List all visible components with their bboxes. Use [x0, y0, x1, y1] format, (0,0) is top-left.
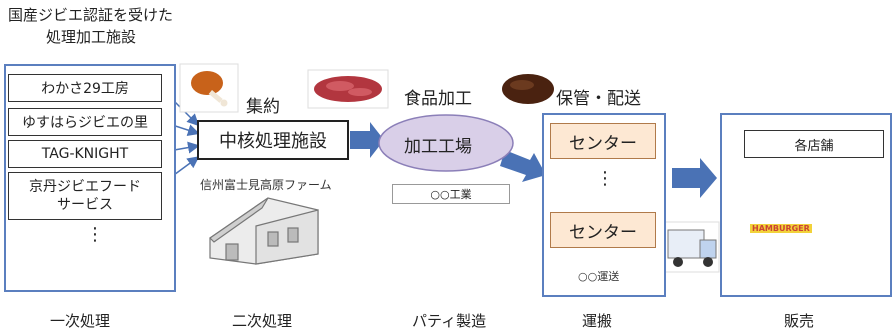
stores-label: 各店舗: [794, 138, 834, 154]
factory-name-box: ○○工業: [392, 184, 510, 204]
stage-label-transport: 運搬: [582, 312, 613, 330]
factory-to-logistics-arrow: [500, 150, 546, 182]
core-facility-label: 中核処理施設: [219, 131, 327, 152]
facility-label-line-2: サービス: [57, 197, 113, 213]
primary-more-dots: ⋮: [86, 224, 104, 245]
step-food-processing-label: 食品加工: [404, 89, 472, 109]
factory-name: ○○工業: [430, 188, 472, 201]
title-line-1: 国産ジビエ認証を受けた: [8, 6, 174, 24]
facility-wakasa: わかさ29工房: [8, 74, 162, 102]
core-to-factory-arrow: [350, 122, 384, 158]
center-label: センター: [569, 133, 637, 154]
facility-yusuhara: ゆすはらジビエの里: [8, 108, 162, 136]
facility-label-line-1: 京丹ジビエフード: [29, 179, 141, 195]
facility-tag-knight: TAG-KNIGHT: [8, 140, 162, 168]
facility-kyotango: 京丹ジビエフード サービス: [8, 172, 162, 220]
meat-leg-icon: [179, 63, 239, 113]
factory-ellipse: [378, 114, 514, 172]
logistics-to-stores-arrow: [672, 158, 717, 198]
logistics-center-2: センター: [550, 212, 656, 248]
stage-label-sales: 販売: [784, 312, 815, 330]
stores-box: 各店舗: [744, 130, 884, 158]
logistics-company-name: ○○運送: [578, 270, 620, 283]
delivery-truck-icon: [662, 221, 720, 273]
stage-label-secondary: 二次処理: [232, 312, 293, 330]
facility-label: TAG-KNIGHT: [41, 146, 129, 162]
core-facility-box: 中核処理施設: [197, 120, 349, 160]
patty-icon: [502, 74, 554, 104]
burger-store-sign: HAMBURGER: [750, 224, 812, 233]
stage-label-patty: パティ製造: [412, 312, 487, 330]
diagram-title: 国産ジビエ認証を受けた 処理加工施設: [8, 4, 218, 48]
factory-label: 加工工場: [404, 137, 472, 157]
logistics-center-1: センター: [550, 123, 656, 159]
minced-meat-icon: [307, 69, 389, 109]
step-storage-delivery-label: 保管・配送: [556, 89, 641, 109]
title-line-2: 処理加工施設: [46, 28, 137, 46]
core-facility-building-icon: [209, 197, 319, 265]
logistics-more-dots: ⋮: [596, 168, 614, 189]
center-label: センター: [569, 222, 637, 243]
core-facility-name: 信州富士見高原ファーム: [200, 178, 332, 192]
facility-label: わかさ29工房: [41, 81, 129, 97]
facility-label: ゆすはらジビエの里: [22, 115, 148, 131]
stage-label-primary: 一次処理: [50, 312, 111, 330]
step-collect-label: 集約: [246, 97, 280, 117]
